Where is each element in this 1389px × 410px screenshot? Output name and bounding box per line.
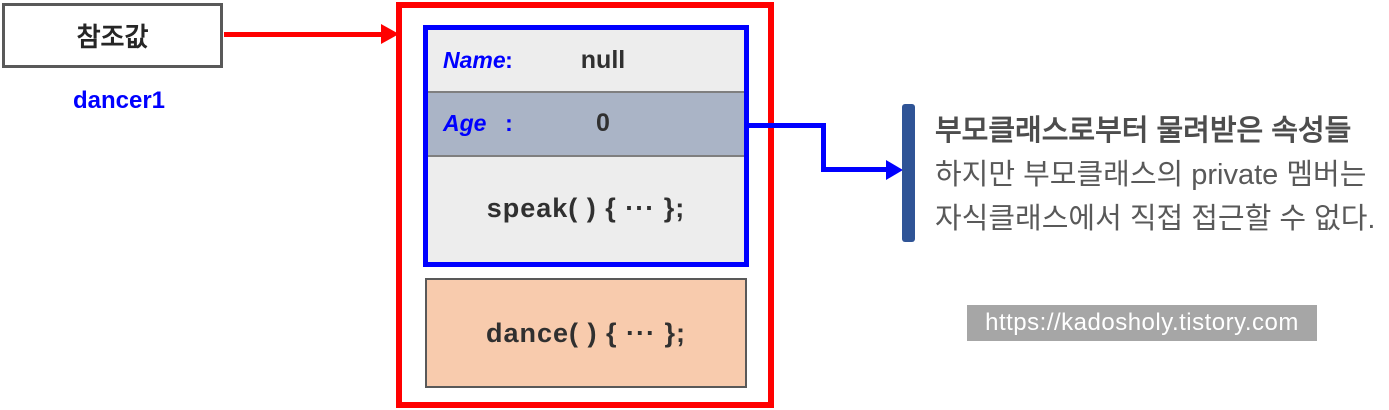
inherited-method-row: speak( ) { ··· }; (428, 157, 744, 260)
subclass-method-signature: dance( ) { ··· }; (485, 317, 686, 348)
member-row-age: Age : 0 (428, 93, 744, 157)
annotation-line-1: 부모클래스로부터 물려받은 속성들 (935, 115, 1352, 147)
annotation-line-3: 자식클래스에서 직접 접근할 수 없다. (935, 203, 1376, 235)
blue-arrow-icon (886, 160, 903, 180)
blue-connector-segment-1 (747, 123, 826, 128)
annotation-accent-bar (902, 104, 915, 242)
variable-name-label: dancer1 (72, 87, 166, 114)
annotation-line-2: 하지만 부모클래스의 private 멤버는 (935, 159, 1367, 191)
reference-value-label: 참조값 (76, 22, 149, 52)
red-arrow-icon (381, 24, 399, 44)
inherited-members-box: Name : null Age : 0 speak( ) { ··· }; (423, 25, 749, 267)
red-arrow-line (224, 32, 382, 37)
member-name-value: null (580, 46, 626, 74)
member-row-name: Name : null (428, 30, 744, 93)
member-age-value: 0 (596, 109, 610, 137)
blue-connector-segment-3 (821, 167, 887, 172)
annotation-box: 부모클래스로부터 물려받은 속성들 하지만 부모클래스의 private 멤버는… (918, 98, 1389, 250)
subclass-method-box: dance( ) { ··· }; (425, 278, 747, 388)
member-name-colon: : (505, 47, 513, 73)
reference-value-box: 참조값 (2, 3, 223, 68)
member-age-colon: : (505, 110, 513, 136)
watermark-url: https://kadosholy.tistory.com (985, 309, 1299, 336)
member-age-label: Age (443, 110, 487, 136)
watermark-badge: https://kadosholy.tistory.com (967, 305, 1317, 341)
member-name-label: Name (443, 47, 506, 73)
blue-connector-segment-2 (821, 123, 826, 172)
inherited-method-signature: speak( ) { ··· }; (486, 193, 686, 223)
